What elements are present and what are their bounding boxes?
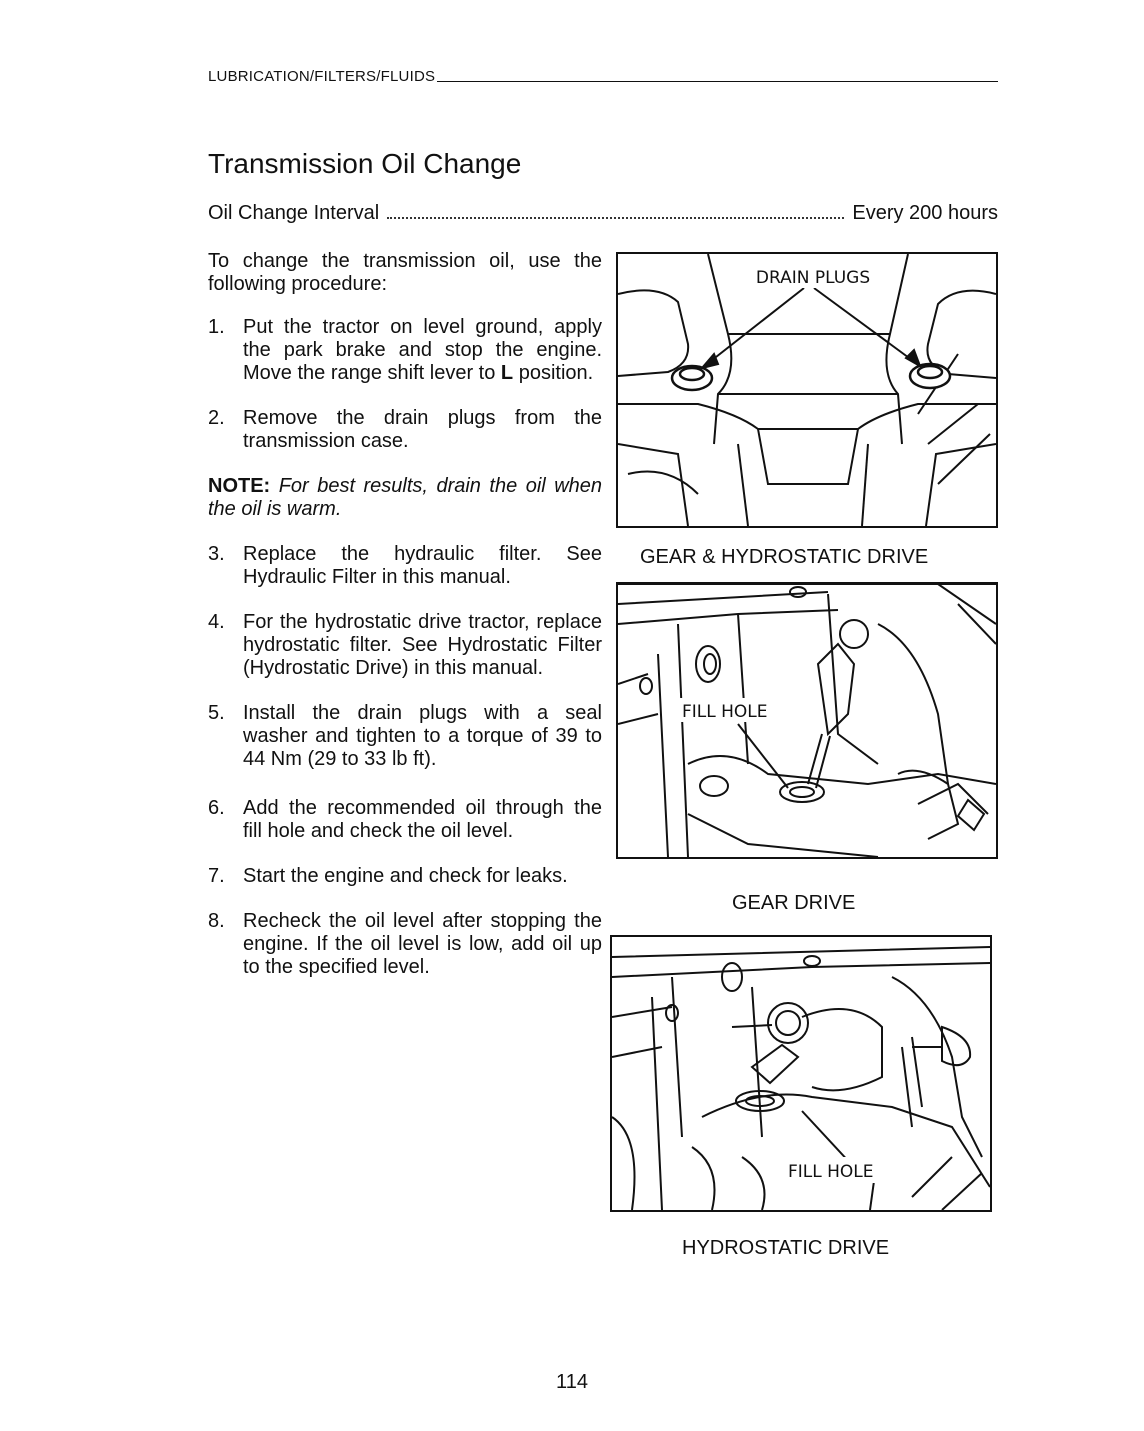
gear-fill-hole-callout: FILL HOLE (682, 702, 768, 722)
intro-paragraph: To change the transmission oil, use the … (208, 250, 602, 295)
step-number: 1. (208, 316, 225, 338)
step-number: 8. (208, 910, 225, 932)
steps-list-a: 1. Put the tractor on level ground, appl… (208, 316, 602, 453)
section-title: LUBRICATION/FILTERS/FLUIDS (208, 68, 436, 85)
step-5: 5. Install the drain plugs with a seal wa… (208, 702, 602, 771)
step-text: Add the recommended oil through the fill… (243, 797, 602, 842)
hydro-fill-hole-callout: FILL HOLE (788, 1162, 874, 1182)
note-label: NOTE: (208, 475, 271, 497)
step-number: 5. (208, 702, 225, 724)
step-7: 7. Start the engine and check for leaks. (208, 865, 602, 888)
gear-callout-bg (678, 698, 786, 722)
header-rule (437, 81, 998, 82)
step-number: 4. (208, 611, 225, 633)
procedure-text: To change the transmission oil, use the … (208, 250, 602, 1001)
step-text: Recheck the oil level after stopping the… (243, 910, 602, 978)
interval-value: Every 200 hours (852, 202, 998, 224)
service-interval: Oil Change Interval Every 200 hours (208, 202, 998, 225)
hydro-figure-caption: HYDROSTATIC DRIVE (682, 1237, 890, 1259)
gear-drive-drawing: FILL HOLE (618, 584, 996, 857)
page-number: 114 (556, 1371, 588, 1393)
running-header: LUBRICATION/FILTERS/FLUIDS (208, 68, 998, 85)
step-1: 1. Put the tractor on level ground, appl… (208, 316, 602, 385)
step-4: 4. For the hydrostatic drive tractor, rep… (208, 611, 602, 680)
drain-plugs-illustration: DRAIN PLUGS (616, 252, 998, 528)
leader-dots (387, 217, 845, 219)
drain-figure-caption: GEAR & HYDROSTATIC DRIVE (640, 546, 929, 568)
step-number: 3. (208, 543, 225, 565)
step-8: 8. Recheck the oil level after stopping t… (208, 910, 602, 979)
drain-plugs-drawing: DRAIN PLUGS (618, 254, 996, 526)
step-text: Start the engine and check for leaks. (243, 865, 568, 887)
step-6: 6. Add the recommended oil through the fi… (208, 797, 602, 843)
step-3: 3. Replace the hydraulic filter. See Hydr… (208, 543, 602, 589)
step-text: Put the tractor on level ground, apply t… (243, 316, 602, 384)
note-text: For best results, drain the oil when the… (208, 475, 603, 520)
step-text: Remove the drain plugs from the transmis… (243, 407, 602, 452)
step-text-tail: position. (513, 362, 594, 384)
step-bold-term: L (500, 362, 514, 384)
steps-list-b: 3. Replace the hydraulic filter. See Hydr… (208, 543, 602, 979)
hydrostatic-drive-drawing: FILL HOLE (612, 946, 990, 1210)
step-2: 2. Remove the drain plugs from the trans… (208, 407, 602, 453)
gear-drive-illustration: FILL HOLE (616, 582, 998, 859)
hydrostatic-drive-illustration: FILL HOLE (610, 935, 992, 1212)
step-text: Install the drain plugs with a seal wash… (243, 702, 602, 770)
step-text: For the hydrostatic drive tractor, repla… (243, 611, 602, 679)
gear-figure-caption: GEAR DRIVE (732, 892, 856, 914)
note: NOTE: For best results, drain the oil wh… (208, 475, 602, 521)
interval-label: Oil Change Interval (208, 202, 380, 224)
page-title: Transmission Oil Change (208, 148, 522, 179)
drain-plugs-callout: DRAIN PLUGS (756, 268, 870, 288)
step-text: Replace the hydraulic filter. See Hydrau… (243, 543, 602, 588)
step-number: 6. (208, 797, 225, 819)
step-number: 2. (208, 407, 225, 429)
step-number: 7. (208, 865, 225, 887)
drain-callout-bg (738, 264, 888, 288)
hydro-callout-bg (784, 1157, 892, 1183)
